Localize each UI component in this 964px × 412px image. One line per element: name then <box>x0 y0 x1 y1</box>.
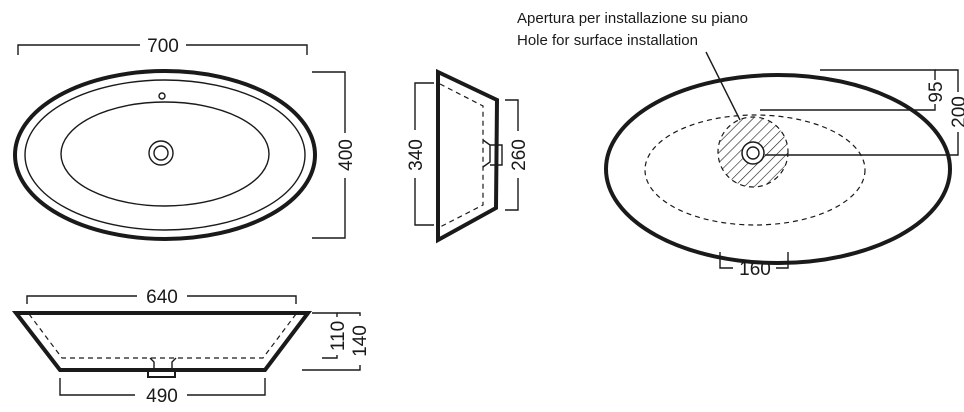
basin-outer-rim <box>13 69 317 241</box>
outer-height-dimension: 340 <box>406 139 427 171</box>
basin-inner-rim <box>24 79 306 231</box>
leader-line <box>705 51 741 121</box>
basin-side-profile <box>436 68 500 244</box>
installation-hole <box>717 116 789 188</box>
inner-depth-dimension: 110 <box>328 321 349 351</box>
top-width-dimension-line <box>26 295 297 304</box>
install-view: Apertura per installazione su piano Hole… <box>517 10 964 280</box>
width-dimension: 700 <box>147 36 179 57</box>
total-height-dimension: 140 <box>350 325 371 357</box>
offset-95-dimension: 95 <box>926 81 947 102</box>
depth-dimension-line <box>312 71 346 239</box>
bowl-outline <box>644 114 866 226</box>
outer-height-dimension-line <box>414 82 434 226</box>
offset-200-dimension: 200 <box>949 96 964 128</box>
basin-outline <box>604 73 952 265</box>
depth-dimension: 400 <box>336 139 357 171</box>
hole-diameter-dimension-line <box>719 252 789 269</box>
top-view: 700 400 <box>13 36 357 241</box>
basin-bowl <box>60 101 270 207</box>
hole-diameter-dimension: 160 <box>739 259 771 280</box>
front-view: 640 490 110 140 <box>11 287 371 407</box>
drain-icon <box>741 141 765 165</box>
offset-200-dimension-line <box>765 69 959 156</box>
bottom-width-dimension: 490 <box>146 386 178 407</box>
width-dimension-line <box>17 44 308 55</box>
top-width-dimension: 640 <box>146 287 178 308</box>
bottom-width-dimension-line <box>59 378 266 396</box>
side-view: 340 260 <box>406 68 530 244</box>
inner-height-dimension: 260 <box>509 139 530 171</box>
overflow-icon <box>158 92 166 100</box>
note-english: Hole for surface installation <box>517 32 698 49</box>
total-height-dimension-line <box>302 312 361 371</box>
basin-front-profile <box>11 311 313 372</box>
drain-fitting <box>482 115 503 168</box>
inner-height-dimension-line <box>505 99 519 211</box>
note-italian: Apertura per installazione su piano <box>517 10 748 27</box>
drain-fitting <box>149 357 177 370</box>
drain-icon <box>148 140 174 166</box>
